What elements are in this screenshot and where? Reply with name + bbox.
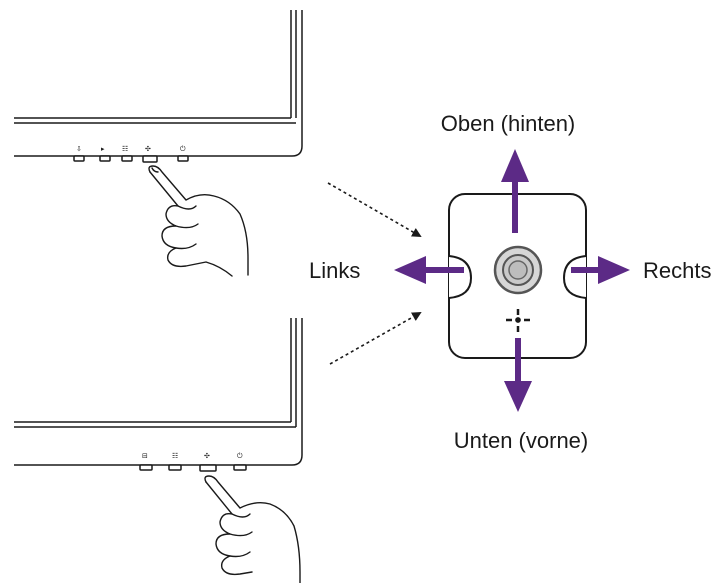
input-icon: ⇩	[76, 145, 82, 153]
monitor-bottom	[14, 318, 303, 466]
label-up: Oben (hinten)	[441, 111, 576, 136]
label-down: Unten (vorne)	[454, 428, 589, 453]
label-left: Links	[309, 258, 360, 283]
monitor-top-buttons	[73, 155, 189, 163]
pointer-arrow-bottom	[329, 312, 422, 365]
arrow-up	[501, 149, 529, 233]
hand-top	[148, 165, 249, 277]
direction-arrows	[394, 149, 630, 412]
arrow-right	[571, 256, 630, 284]
monitor-top-button-icons: ⇩ ▸ ☷ ✣ ⏻	[76, 145, 186, 153]
joystick-icon: ✣	[145, 145, 151, 153]
arrow-left	[394, 256, 464, 284]
arrow-down	[504, 338, 532, 412]
mode-icon: ▸	[101, 145, 105, 153]
monitor-bottom-button-icons: ⊟ ☷ ✣ ⏻	[142, 452, 243, 460]
joystick-icon	[506, 309, 530, 332]
power-icon: ⏻	[180, 145, 186, 153]
menu-icon: ☷	[172, 452, 178, 460]
monitor-top	[14, 10, 303, 157]
menu-icon: ☷	[122, 145, 128, 153]
joystick-icon: ✣	[204, 452, 210, 460]
joystick-panel	[448, 193, 587, 359]
hand-bottom	[204, 475, 301, 583]
label-right: Rechts	[643, 258, 711, 283]
power-icon: ⏻	[237, 452, 243, 460]
pointer-arrow-top	[327, 182, 422, 237]
input-icon: ⊟	[142, 452, 148, 460]
monitor-bottom-buttons	[139, 464, 247, 472]
